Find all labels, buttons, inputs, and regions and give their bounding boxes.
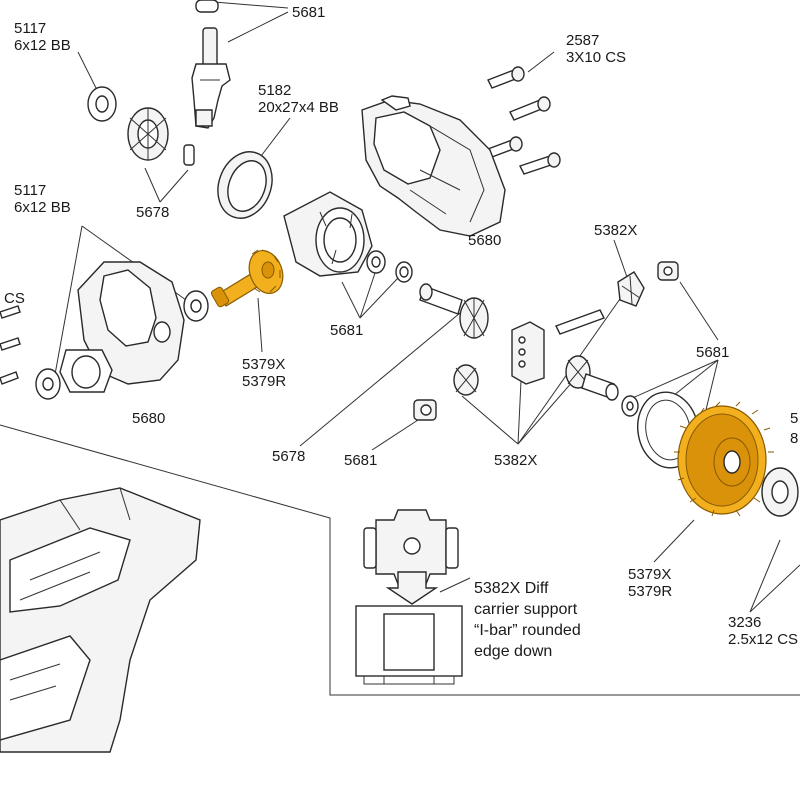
screws-left bbox=[0, 305, 21, 385]
part-number-cut: 5 bbox=[790, 410, 799, 427]
screws-2587 bbox=[479, 66, 561, 175]
housing-5680-right bbox=[361, 95, 506, 237]
label-3236: 3236 2.5x12 CS bbox=[728, 614, 798, 648]
label-5681-top: 5681 bbox=[292, 4, 325, 21]
housing-5680-left bbox=[59, 261, 185, 393]
part-number: 5382X bbox=[494, 452, 538, 469]
label-edge-8: 8 bbox=[790, 430, 798, 447]
label-cs-left: CS bbox=[4, 290, 25, 307]
carrier-support-ibar bbox=[511, 321, 545, 385]
ibar-orientation-note: 5382X Diff carrier support “I-bar” round… bbox=[474, 578, 581, 662]
washers-center bbox=[366, 250, 413, 283]
part-spec-cut: 8 bbox=[790, 430, 799, 447]
part-number: 5379X bbox=[242, 356, 286, 373]
output-shaft-right bbox=[565, 355, 619, 401]
label-5117-mid: 5117 6x12 BB bbox=[14, 182, 71, 216]
bearing-left-upper bbox=[183, 290, 209, 322]
part-number: 5681 bbox=[292, 4, 326, 21]
label-5382x-bottom: 5382X bbox=[494, 452, 537, 469]
part-spec: 6x12 BB bbox=[14, 199, 71, 216]
label-5678-top: 5678 bbox=[136, 204, 169, 221]
label-5681-mid: 5681 bbox=[330, 322, 363, 339]
part-number-alt: 5379R bbox=[242, 373, 287, 390]
part-number: 5379X bbox=[628, 566, 672, 583]
diff-case bbox=[283, 191, 373, 277]
part-number: 5117 bbox=[14, 20, 47, 37]
washer-right bbox=[621, 395, 639, 417]
bearing-right bbox=[761, 467, 799, 517]
spider-gear-upper-right bbox=[617, 271, 645, 307]
part-number: 5117 bbox=[14, 182, 47, 199]
part-number: 5382X bbox=[594, 222, 638, 239]
part-number: 3236 bbox=[728, 614, 762, 631]
label-5681-bottom: 5681 bbox=[344, 452, 377, 469]
part-spec: CS bbox=[4, 290, 25, 307]
label-5681-right: 5681 bbox=[696, 344, 729, 361]
cross-pin bbox=[555, 309, 605, 335]
large-bearing-5182 bbox=[217, 151, 273, 219]
part-number: 5681 bbox=[696, 344, 730, 361]
part-number: 5681 bbox=[330, 322, 364, 339]
inset-frame bbox=[0, 424, 800, 696]
part-number: 5678 bbox=[272, 448, 306, 465]
pinion-gear-5379 bbox=[210, 249, 284, 308]
label-5182: 5182 20x27x4 BB bbox=[258, 82, 339, 116]
output-shaft-center bbox=[419, 283, 489, 339]
label-5680-right: 5680 bbox=[468, 232, 501, 249]
label-5379-left: 5379X 5379R bbox=[242, 356, 286, 390]
part-number: 5680 bbox=[132, 410, 166, 427]
part-number: 5182 bbox=[258, 82, 292, 99]
part-spec: 6x12 BB bbox=[14, 37, 71, 54]
bearing-top-left bbox=[87, 86, 117, 122]
shift-fork-part bbox=[191, 0, 231, 129]
part-number: 2587 bbox=[566, 32, 600, 49]
note-line: edge down bbox=[474, 643, 553, 660]
ibar-detail-drawing bbox=[355, 509, 463, 685]
label-5382x-top: 5382X bbox=[594, 222, 637, 239]
part-spec: 3X10 CS bbox=[566, 49, 627, 66]
label-5379-right: 5379X 5379R bbox=[628, 566, 672, 600]
part-number: 5680 bbox=[468, 232, 502, 249]
note-line: “I-bar” rounded bbox=[474, 622, 581, 639]
label-5680-left: 5680 bbox=[132, 410, 165, 427]
part-number: 5678 bbox=[136, 204, 170, 221]
label-2587: 2587 3X10 CS bbox=[566, 32, 626, 66]
spider-gear-lower-left bbox=[453, 364, 479, 396]
bearing-left-lower bbox=[35, 368, 61, 400]
note-line: 5382X Diff bbox=[474, 580, 549, 597]
label-edge-5: 5 bbox=[790, 410, 798, 427]
spider-gear-top bbox=[127, 107, 195, 166]
cap-5681-right bbox=[657, 261, 679, 281]
part-number: 5681 bbox=[344, 452, 378, 469]
chassis-bottom-left bbox=[0, 487, 201, 753]
label-5678-bottom: 5678 bbox=[272, 448, 305, 465]
cap-5681-lower bbox=[413, 399, 437, 421]
part-spec: 2.5x12 CS bbox=[728, 631, 799, 648]
part-spec: 20x27x4 BB bbox=[258, 99, 339, 116]
note-line: carrier support bbox=[474, 601, 578, 618]
part-number-alt: 5379R bbox=[628, 583, 673, 600]
label-5117-top: 5117 6x12 BB bbox=[14, 20, 71, 54]
